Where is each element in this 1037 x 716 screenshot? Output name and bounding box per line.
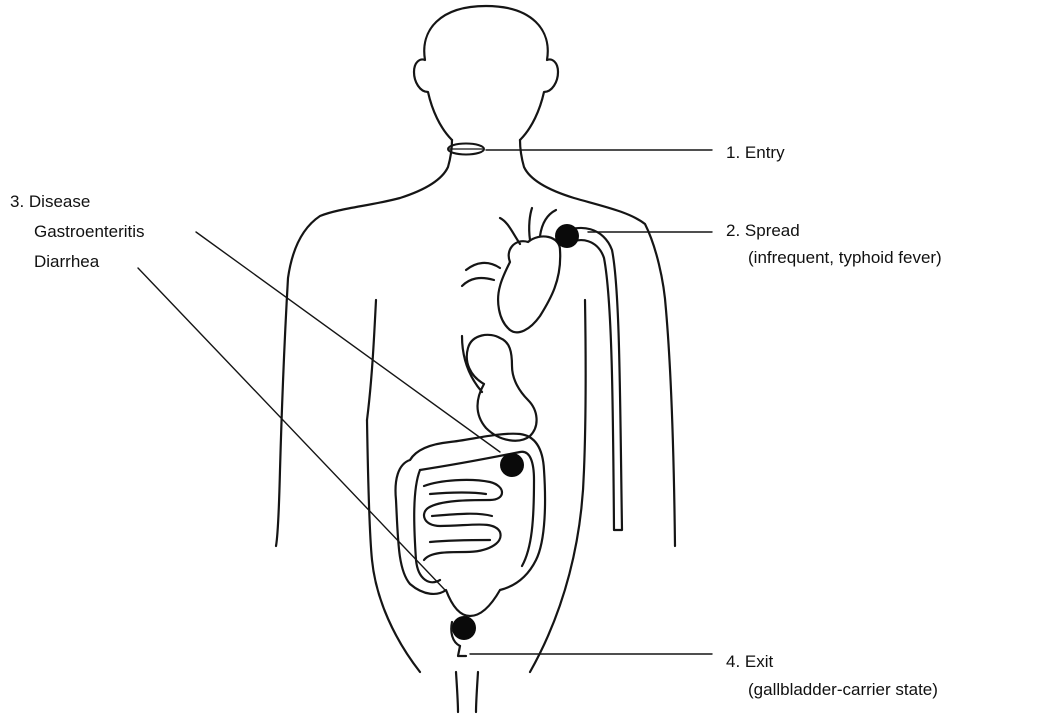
heart xyxy=(498,236,560,332)
torso-left xyxy=(367,300,376,420)
spread-label: 2. Spread xyxy=(726,218,800,244)
disease-diarrhea: Diarrhea xyxy=(34,249,99,275)
blood-vessel xyxy=(560,228,622,530)
leg-left xyxy=(456,672,458,712)
disease-leader-2 xyxy=(138,268,445,590)
spread-marker xyxy=(555,224,579,248)
disease-gastroenteritis: Gastroenteritis xyxy=(34,219,145,245)
leg-right xyxy=(476,672,478,712)
entry-label: 1. Entry xyxy=(726,140,785,166)
exit-note: (gallbladder-carrier state) xyxy=(748,677,938,703)
disease-marker xyxy=(500,453,524,477)
body-outline-right xyxy=(520,140,675,546)
torso-right xyxy=(530,300,586,672)
disease-label: 3. Disease xyxy=(10,189,90,215)
head-outline xyxy=(414,6,558,140)
spread-note: (infrequent, typhoid fever) xyxy=(748,245,942,271)
exit-label: 4. Exit xyxy=(726,649,773,675)
exit-marker xyxy=(452,616,476,640)
disease-leader-1 xyxy=(196,232,500,452)
